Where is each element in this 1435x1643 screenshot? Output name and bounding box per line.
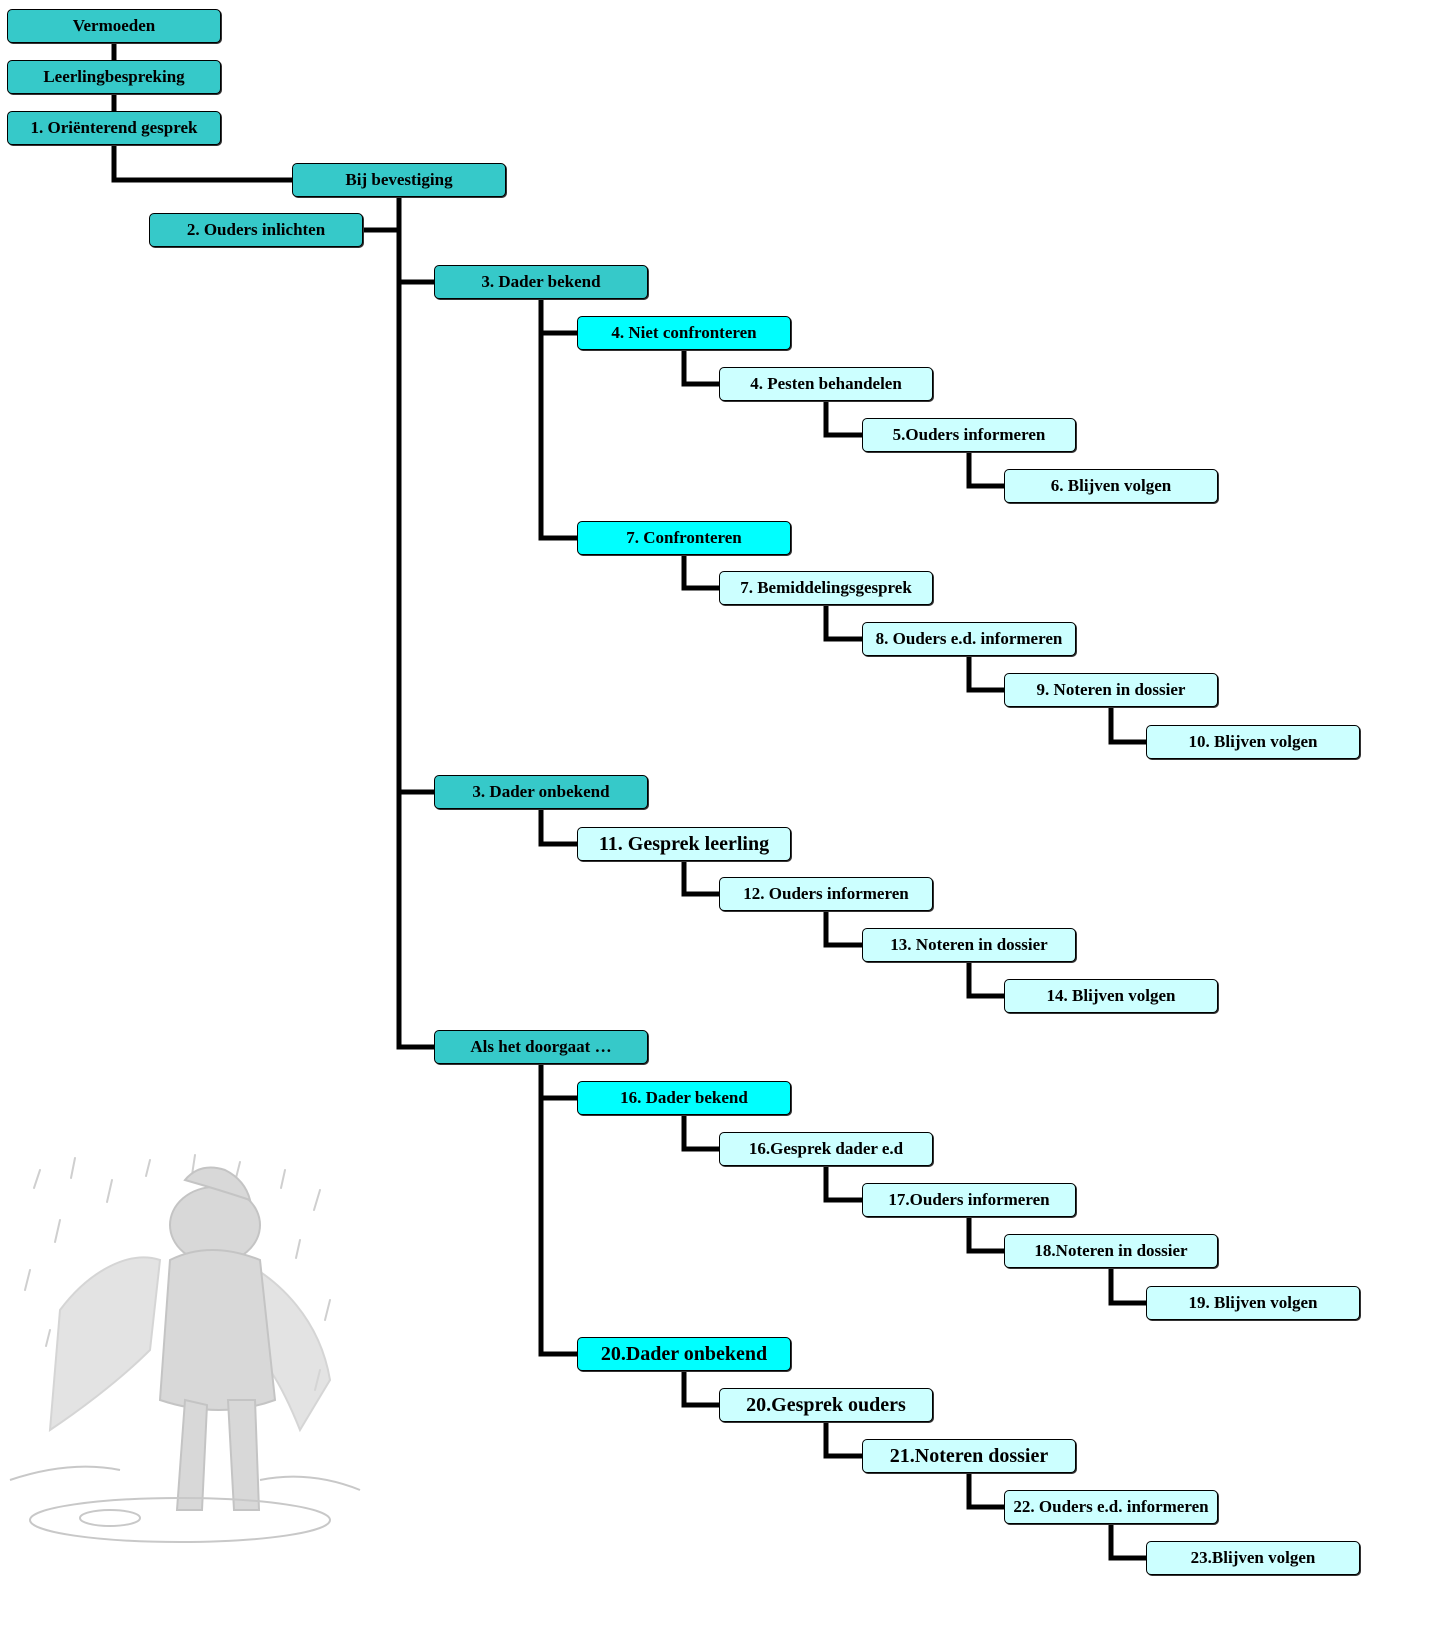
connector-n21-n22 — [681, 1115, 719, 1152]
connector-n28-n29 — [966, 1473, 1004, 1510]
connector-n8-n9 — [966, 452, 1004, 489]
flow-node-n29: 22. Ouders e.d. informeren — [1004, 1490, 1218, 1524]
child-in-rain-illustration — [9, 1154, 361, 1543]
connector-n10-n11 — [681, 555, 719, 591]
connector-n7-n8 — [823, 401, 862, 438]
flow-node-n20: Als het doorgaat … — [434, 1030, 648, 1064]
flow-node-n30: 23.Blijven volgen — [1146, 1541, 1360, 1575]
flow-node-n15: 3. Dader onbekend — [434, 775, 648, 809]
flow-node-n28: 21.Noteren dossier — [862, 1439, 1076, 1473]
flow-node-label: 16. Dader bekend — [620, 1088, 748, 1107]
connector-n26-n27 — [681, 1371, 719, 1408]
flow-node-label: 22. Ouders e.d. informeren — [1013, 1497, 1209, 1516]
flow-node-n11: 7. Bemiddelingsgesprek — [719, 571, 933, 605]
connector-n20-n26 — [538, 1064, 577, 1357]
connector-n20-n21 — [538, 1064, 577, 1101]
flow-node-label: 8. Ouders e.d. informeren — [875, 629, 1063, 648]
flow-node-label: 12. Ouders informeren — [743, 884, 909, 903]
flow-node-label: Als het doorgaat … — [470, 1037, 612, 1056]
flow-node-n9: 6. Blijven volgen — [1004, 469, 1218, 503]
flow-node-n19: 14. Blijven volgen — [1004, 979, 1218, 1013]
flow-node-label: 5.Ouders informeren — [892, 425, 1046, 444]
flow-node-label: Bij bevestiging — [345, 170, 453, 189]
flow-node-label: 20.Gesprek ouders — [746, 1393, 906, 1416]
flow-node-n25: 19. Blijven volgen — [1146, 1286, 1360, 1320]
flow-node-label: 2. Ouders inlichten — [186, 220, 326, 239]
flow-node-label: 11. Gesprek leerling — [598, 832, 770, 855]
connector-n24-n25 — [1108, 1268, 1146, 1306]
connector-n3-n20 — [396, 197, 434, 1050]
connector-n15-n16 — [538, 809, 577, 847]
flow-node-n4: 2. Ouders inlichten — [149, 213, 363, 247]
flow-node-label: 21.Noteren dossier — [889, 1444, 1049, 1467]
connector-n13-n14 — [1108, 707, 1146, 745]
flow-node-label: 20.Dader onbekend — [600, 1342, 768, 1365]
connector-n5-n10 — [538, 299, 577, 541]
flow-node-label: 17.Ouders informeren — [888, 1190, 1050, 1209]
connector-n3-n4 — [363, 197, 402, 233]
connector-n23-n24 — [966, 1217, 1004, 1254]
flow-node-label: 7. Confronteren — [626, 528, 742, 547]
flow-node-label: 1. Oriënterend gesprek — [30, 118, 198, 137]
connector-n3-n5 — [396, 197, 434, 285]
connector-n6-n7 — [681, 350, 719, 387]
flow-node-label: 10. Blijven volgen — [1188, 732, 1318, 751]
flow-node-n24: 18.Noteren in dossier — [1004, 1234, 1218, 1268]
connector-n27-n28 — [823, 1422, 862, 1459]
flow-node-label: 13. Noteren in dossier — [890, 935, 1048, 954]
flow-node-label: 4. Niet confronteren — [611, 323, 757, 342]
flow-node-n3: Bij bevestiging — [292, 163, 506, 197]
flow-node-label: 6. Blijven volgen — [1050, 476, 1172, 495]
flow-node-n5: 3. Dader bekend — [434, 265, 648, 299]
flow-node-n22: 16.Gesprek dader e.d — [719, 1132, 933, 1166]
flow-node-label: 3. Dader bekend — [481, 272, 601, 291]
flow-node-n13: 9. Noteren in dossier — [1004, 673, 1218, 707]
flow-node-n21: 16. Dader bekend — [577, 1081, 791, 1115]
flow-node-n26: 20.Dader onbekend — [577, 1337, 791, 1371]
flow-node-label: 4. Pesten behandelen — [750, 374, 902, 393]
flow-node-label: 18.Noteren in dossier — [1034, 1241, 1188, 1260]
flow-node-n17: 12. Ouders informeren — [719, 877, 933, 911]
connector-n22-n23 — [823, 1166, 862, 1203]
flow-node-label: 14. Blijven volgen — [1046, 986, 1176, 1005]
flow-node-n2: 1. Oriënterend gesprek — [7, 111, 221, 145]
flow-node-label: 19. Blijven volgen — [1188, 1293, 1318, 1312]
connector-n3-n15 — [396, 197, 434, 795]
connector-n5-n6 — [538, 299, 577, 336]
flow-node-n12: 8. Ouders e.d. informeren — [862, 622, 1076, 656]
flow-node-label: 3. Dader onbekend — [472, 782, 610, 801]
flow-node-n18: 13. Noteren in dossier — [862, 928, 1076, 962]
flow-node-n23: 17.Ouders informeren — [862, 1183, 1076, 1217]
flow-node-label: Leerlingbespreking — [43, 67, 185, 86]
connector-n29-n30 — [1108, 1524, 1146, 1561]
flow-node-n14: 10. Blijven volgen — [1146, 725, 1360, 759]
connector-n11-n12 — [823, 605, 862, 642]
flow-node-label: 7. Bemiddelingsgesprek — [740, 578, 912, 597]
flow-node-label: 16.Gesprek dader e.d — [748, 1139, 904, 1158]
flow-node-n0: Vermoeden — [7, 9, 221, 43]
flow-node-n7: 4. Pesten behandelen — [719, 367, 933, 401]
connector-n12-n13 — [966, 656, 1004, 693]
flow-node-n10: 7. Confronteren — [577, 521, 791, 555]
flow-node-n6: 4. Niet confronteren — [577, 316, 791, 350]
flow-node-n1: Leerlingbespreking — [7, 60, 221, 94]
flow-node-n8: 5.Ouders informeren — [862, 418, 1076, 452]
flow-node-n27: 20.Gesprek ouders — [719, 1388, 933, 1422]
flow-node-label: 23.Blijven volgen — [1190, 1548, 1316, 1567]
flow-node-n16: 11. Gesprek leerling — [577, 827, 791, 861]
connector-n18-n19 — [966, 962, 1004, 999]
connector-n17-n18 — [823, 911, 862, 948]
connector-n16-n17 — [681, 861, 719, 897]
flow-node-label: 9. Noteren in dossier — [1036, 680, 1186, 699]
flow-node-label: Vermoeden — [72, 16, 156, 35]
connector-n2-n3 — [111, 145, 292, 183]
